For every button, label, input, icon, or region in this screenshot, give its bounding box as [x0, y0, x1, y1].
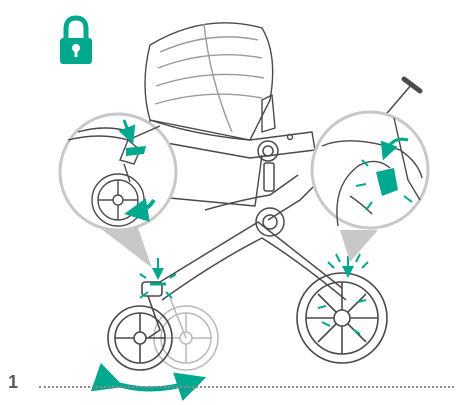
front-brake-callout	[60, 114, 176, 230]
rear-brake-accent	[318, 254, 368, 334]
lock-icon	[60, 18, 92, 64]
front-brake-accent	[140, 258, 176, 298]
dotted-rule	[39, 386, 454, 388]
step-number: 1	[8, 373, 18, 391]
front-wheel	[108, 282, 172, 370]
rear-brake-callout	[312, 112, 428, 228]
rear-wheel	[297, 273, 387, 363]
